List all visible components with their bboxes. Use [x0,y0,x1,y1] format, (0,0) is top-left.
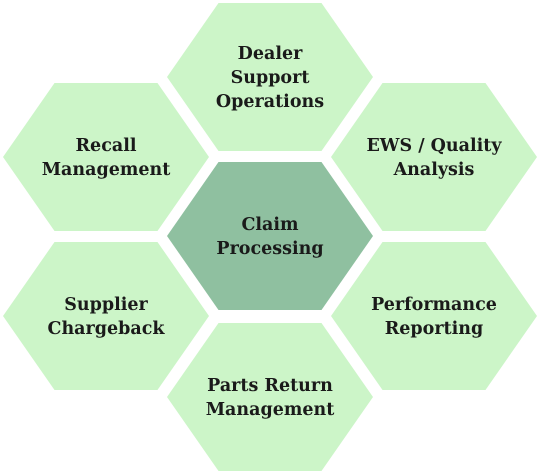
hexagon-shape [167,3,373,151]
hex-layer: DealerSupportOperationsRecallManagementE… [3,3,537,471]
hexagon-shape [167,323,373,471]
hex-label-line: Chargeback [48,319,166,339]
hex-label-line: Dealer [238,44,303,64]
hex-label-line: Reporting [385,319,484,339]
hex-label-line: Processing [216,239,323,259]
hex-label-line: Management [206,400,335,420]
hexagon-shape [3,242,209,390]
hex-label-line: Performance [371,295,497,315]
hex-label-line: Claim [241,215,299,235]
hex-label-line: Supplier [64,295,148,315]
hex-label-line: Operations [216,92,324,112]
hexagon-shape [167,162,373,310]
hex-label-line: Recall [76,136,137,156]
hex-label-line: Parts Return [207,376,333,396]
hex-label-line: Support [231,68,310,88]
hex-label-line: Management [42,160,171,180]
hexagon-shape [331,83,537,231]
hex-label-line: Analysis [393,160,475,180]
hex-label-line: EWS / Quality [366,136,502,156]
hexagon-shape [3,83,209,231]
hexagon-shape [331,242,537,390]
